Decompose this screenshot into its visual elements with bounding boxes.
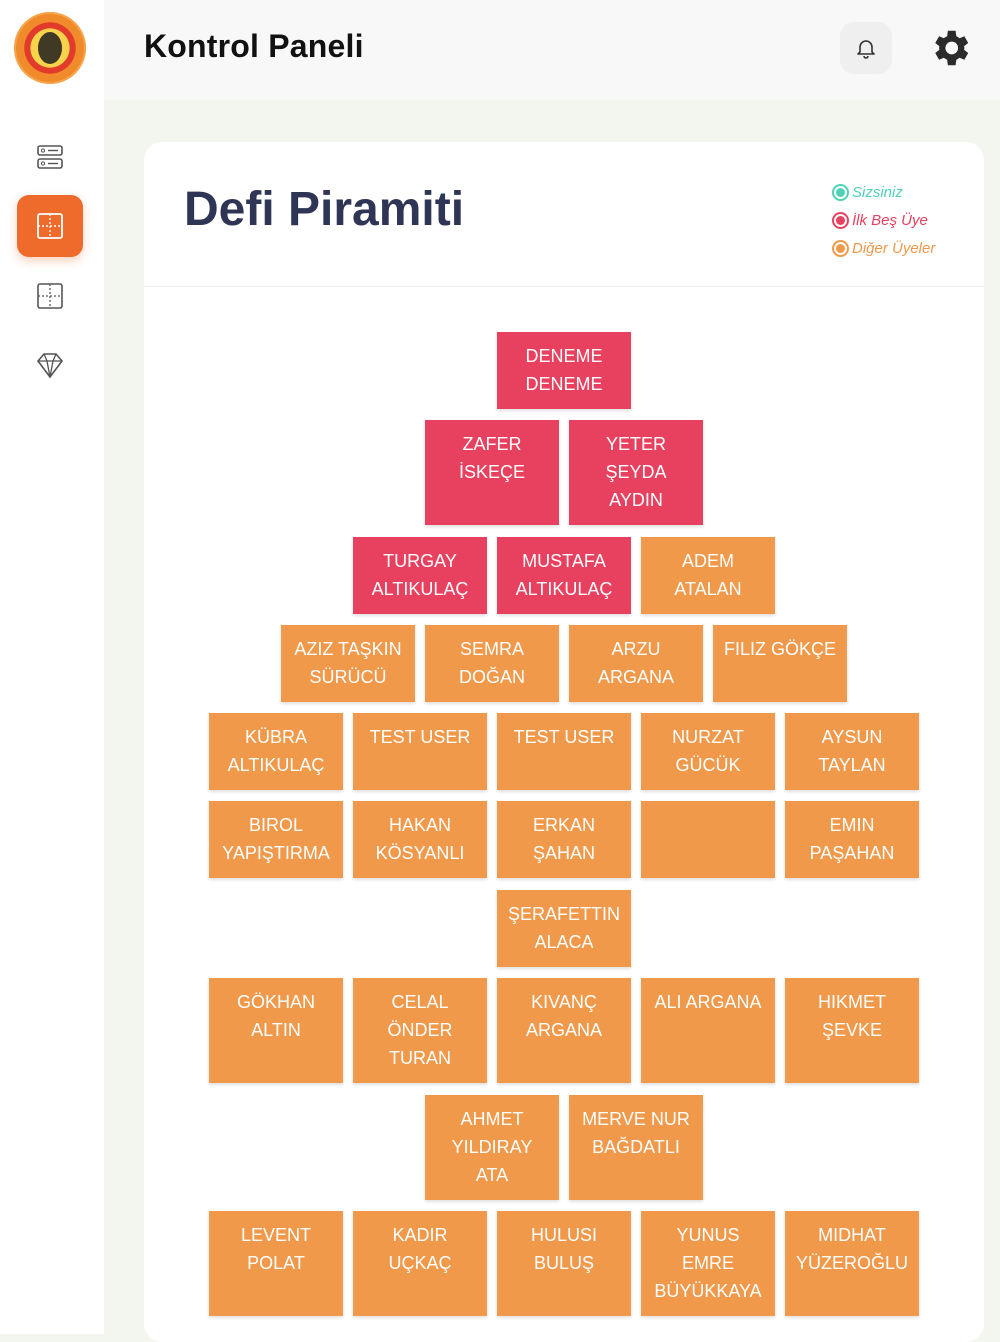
pyramid-player-tile[interactable]: HULUSI BULUŞ	[497, 1211, 631, 1316]
pyramid-player-tile[interactable]: SEMRA DOĞAN	[425, 625, 559, 702]
notifications-button[interactable]	[840, 22, 892, 74]
legend-dot-icon	[836, 215, 845, 225]
pyramid-player-tile[interactable]: AHMET YILDIRAY ATA	[425, 1095, 559, 1200]
pyramid-player-tile[interactable]	[641, 801, 775, 878]
pyramid-player-tile[interactable]: ŞERAFETTIN ALACA	[497, 890, 631, 967]
legend: Sizsiniz İlk Beş Üye Diğer Üyeler	[836, 178, 935, 262]
pyramid-player-tile[interactable]: HIKMET ŞEVKE	[785, 978, 919, 1083]
pyramid-player-tile[interactable]: TEST USER	[497, 713, 631, 790]
calendar-grid-icon	[37, 283, 63, 309]
legend-item-you: Sizsiniz	[836, 178, 935, 206]
diamond-icon	[36, 353, 64, 379]
pyramid-player-tile[interactable]: CELAL ÖNDER TURAN	[353, 978, 487, 1083]
pyramid-player-tile[interactable]: TEST USER	[353, 713, 487, 790]
pyramid-player-tile[interactable]: GÖKHAN ALTIN	[209, 978, 343, 1083]
pyramid-player-tile[interactable]: ALI ARGANA	[641, 978, 775, 1083]
pyramid-player-tile[interactable]: ERKAN ŞAHAN	[497, 801, 631, 878]
sidebar-item-schedule[interactable]	[17, 265, 83, 327]
pyramid-player-tile[interactable]: KÜBRA ALTIKULAÇ	[209, 713, 343, 790]
sidebar-item-pyramid[interactable]	[17, 195, 83, 257]
pyramid-player-tile[interactable]: MIDHAT YÜZEROĞLU	[785, 1211, 919, 1316]
card-header: Defi Piramiti Sizsiniz İlk Beş Üye Diğer…	[144, 142, 984, 287]
pyramid-player-tile[interactable]: ARZU ARGANA	[569, 625, 703, 702]
pyramid-player-tile[interactable]: KIVANÇ ARGANA	[497, 978, 631, 1083]
gear-icon	[935, 30, 969, 66]
legend-dot-icon	[836, 243, 845, 253]
server-list-icon	[37, 145, 63, 169]
tennis-player-icon	[38, 32, 62, 64]
pyramid-player-tile[interactable]: NURZAT GÜCÜK	[641, 713, 775, 790]
pyramid-player-tile[interactable]: YETER ŞEYDA AYDIN	[569, 420, 703, 525]
bell-icon	[857, 40, 875, 59]
legend-dot-icon	[836, 187, 845, 197]
top-bar: Kontrol Paneli	[104, 0, 1000, 100]
legend-label: Sizsiniz	[852, 183, 903, 201]
pyramid-player-tile[interactable]: MERVE NUR BAĞDATLI	[569, 1095, 703, 1200]
page-title: Kontrol Paneli	[144, 28, 364, 64]
pyramid-player-tile[interactable]: MUSTAFA ALTIKULAÇ	[497, 537, 631, 614]
pyramid-player-tile[interactable]: AYSUN TAYLAN	[785, 713, 919, 790]
sidebar-item-premium[interactable]	[17, 334, 83, 396]
legend-item-others: Diğer Üyeler	[836, 234, 935, 262]
pyramid-player-tile[interactable]: ADEM ATALAN	[641, 537, 775, 614]
academy-logo[interactable]	[14, 12, 86, 84]
pyramid-player-tile[interactable]: BIROL YAPIŞTIRMA	[209, 801, 343, 878]
sidebar-item-dashboard[interactable]	[17, 126, 83, 188]
pyramid-card: Defi Piramiti Sizsiniz İlk Beş Üye Diğer…	[144, 142, 984, 1342]
pyramid-player-tile[interactable]: EMIN PAŞAHAN	[785, 801, 919, 878]
pyramid-player-tile[interactable]: ZAFER İSKEÇE	[425, 420, 559, 525]
card-title: Defi Piramiti	[184, 183, 465, 236]
legend-label: Diğer Üyeler	[852, 239, 936, 257]
pyramid-player-tile[interactable]: AZIZ TAŞKIN SÜRÜCÜ	[281, 625, 415, 702]
pyramid-player-tile[interactable]: LEVENT POLAT	[209, 1211, 343, 1316]
pyramid-player-tile[interactable]: TURGAY ALTIKULAÇ	[353, 537, 487, 614]
pyramid-player-tile[interactable]: HAKAN KÖSYANLI	[353, 801, 487, 878]
calendar-grid-icon	[37, 213, 63, 239]
pyramid-player-tile[interactable]: YUNUS EMRE BÜYÜKKAYA	[641, 1211, 775, 1316]
settings-button[interactable]	[924, 22, 976, 74]
pyramid-player-tile[interactable]: FILIZ GÖKÇE	[713, 625, 847, 702]
legend-item-top-five: İlk Beş Üye	[836, 206, 935, 234]
pyramid-player-tile[interactable]: DENEME DENEME	[497, 332, 631, 409]
sidebar	[0, 0, 104, 1334]
legend-label: İlk Beş Üye	[852, 211, 928, 229]
pyramid-player-tile[interactable]: KADIR UÇKAÇ	[353, 1211, 487, 1316]
